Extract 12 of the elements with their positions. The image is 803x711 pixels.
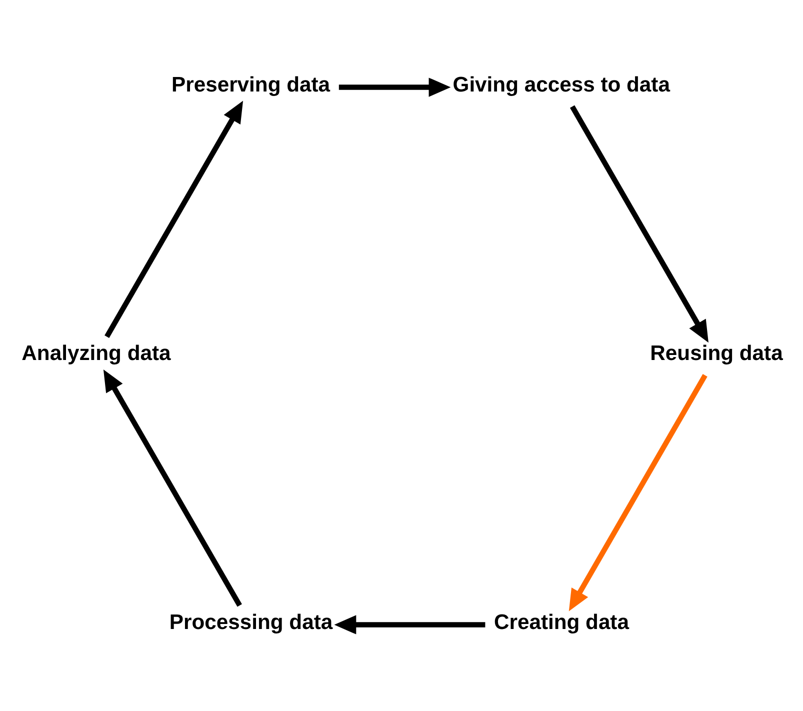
arrow	[568, 374, 707, 611]
arrow	[569, 104, 708, 342]
arrow	[338, 77, 450, 96]
node-text: Preserving data	[171, 73, 330, 96]
node-text: Analyzing data	[21, 342, 170, 365]
arrow	[334, 614, 485, 634]
arrow	[104, 100, 243, 338]
node-text: Giving access to data	[452, 73, 670, 96]
node-text: Processing data	[168, 610, 332, 634]
arrow	[102, 368, 242, 606]
node-text: Reusing data	[650, 342, 782, 365]
node-text: Creating data	[493, 610, 628, 634]
